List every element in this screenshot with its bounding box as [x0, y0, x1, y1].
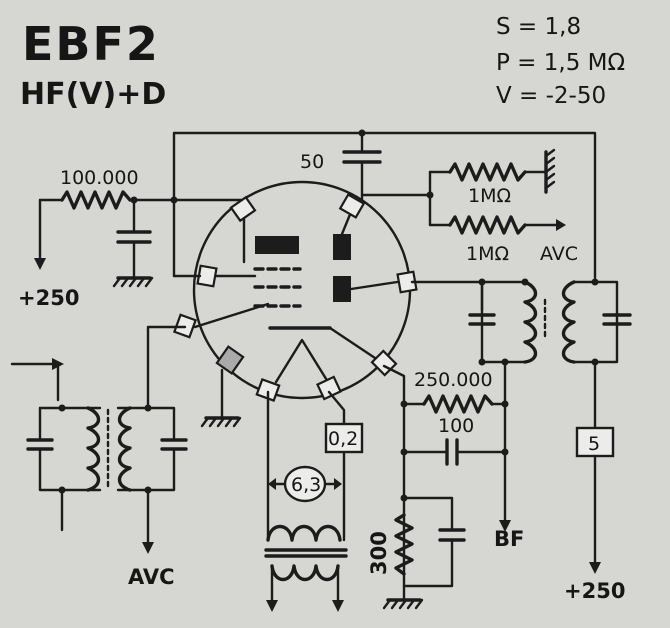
- input-coil-secondary: [117, 406, 132, 492]
- wire: [402, 496, 454, 532]
- shield-pin: [215, 345, 245, 375]
- junction: [591, 278, 599, 286]
- resistor-1m-top: [448, 162, 527, 182]
- wire: [10, 362, 60, 402]
- diode-anode-2: [333, 276, 351, 302]
- arrowhead: [268, 478, 276, 490]
- tube-function-subtitle: HF(V)+D: [20, 77, 166, 112]
- top-bus-wire: [172, 131, 597, 280]
- wire: [382, 598, 424, 610]
- junction: [58, 404, 66, 412]
- junction: [426, 191, 434, 199]
- plus250-left-arrow: [34, 258, 46, 270]
- junction: [170, 196, 178, 204]
- avc-right-label: AVC: [540, 243, 578, 265]
- heater-voltage-label: 6,3: [291, 474, 321, 496]
- tube-electrodes: [193, 210, 406, 384]
- lead-wire: [193, 302, 270, 329]
- cap-100-label: 100: [438, 415, 474, 437]
- tank1-coil: [523, 280, 538, 364]
- wire: [116, 406, 176, 442]
- heater-filament: [274, 338, 330, 384]
- arrowhead: [334, 478, 342, 490]
- input-arrow: [52, 358, 64, 370]
- wire: [116, 447, 176, 492]
- wire: [112, 276, 154, 288]
- resistor-100k: [60, 190, 132, 210]
- tank2-coil: [561, 280, 576, 364]
- resistor-100k-label: 100.000: [60, 167, 139, 189]
- bf-arrow: [499, 520, 511, 532]
- box-5: [575, 426, 615, 458]
- box-5-label: 5: [588, 433, 600, 455]
- tube-type-title: EBF2: [22, 17, 160, 71]
- junction: [501, 400, 509, 408]
- lead-wire: [328, 326, 383, 364]
- avc-bottom-label: AVC: [128, 565, 175, 589]
- wire: [146, 325, 187, 410]
- arrowhead: [266, 600, 278, 612]
- heater-transformer-primary: [266, 524, 342, 542]
- wire: [480, 280, 527, 364]
- wire: [544, 148, 556, 190]
- spec-slope: S = 1,8: [496, 14, 581, 40]
- resistor-300-label: 300: [367, 531, 391, 575]
- heater-current-label: 0,2: [328, 428, 358, 450]
- resistor-300: [394, 513, 414, 576]
- tube-pins: [172, 193, 418, 403]
- input-coil-primary: [86, 406, 101, 492]
- plus250-bottom-label: +250: [564, 579, 625, 603]
- resistor-1m-top-label: 1MΩ: [468, 185, 511, 207]
- resistor-250k: [422, 394, 494, 414]
- lead-wire: [349, 279, 406, 291]
- lead-wire: [340, 210, 353, 236]
- tube-pin: [338, 193, 366, 219]
- wire: [38, 447, 102, 492]
- resistor-1m-bottom-label: 1MΩ: [466, 243, 509, 265]
- cap-50-label: 50: [300, 151, 324, 173]
- heater-current-box: [324, 422, 364, 454]
- spec-resistance: P = 1,5 MΩ: [496, 50, 625, 76]
- resistor-250k-label: 250.000: [414, 369, 493, 391]
- wire: [327, 390, 346, 542]
- junction: [501, 448, 509, 456]
- tube-pin: [196, 264, 218, 288]
- wire: [200, 416, 242, 428]
- arrowhead: [332, 600, 344, 612]
- wire: [382, 364, 406, 582]
- avc-bottom-arrow: [142, 542, 154, 554]
- junction: [358, 129, 366, 137]
- wire: [572, 280, 619, 364]
- heater-voltage-circle: [283, 465, 327, 503]
- avc-arrow-right: [556, 219, 566, 231]
- spec-voltage: V = -2-50: [496, 83, 606, 109]
- anode-plate: [255, 236, 299, 254]
- tube-pin: [229, 195, 257, 223]
- plus250-left-label: +250: [18, 286, 79, 310]
- resistor-1m-bottom: [448, 215, 527, 235]
- wire: [402, 538, 454, 588]
- heater-transformer-secondary: [270, 564, 340, 582]
- bf-output-label: BF: [494, 527, 524, 551]
- plus250-bottom-arrow: [589, 562, 601, 574]
- tube-pin: [396, 270, 418, 294]
- tube-pin: [255, 377, 281, 403]
- junction: [478, 358, 486, 366]
- diode-anode-1: [333, 234, 351, 260]
